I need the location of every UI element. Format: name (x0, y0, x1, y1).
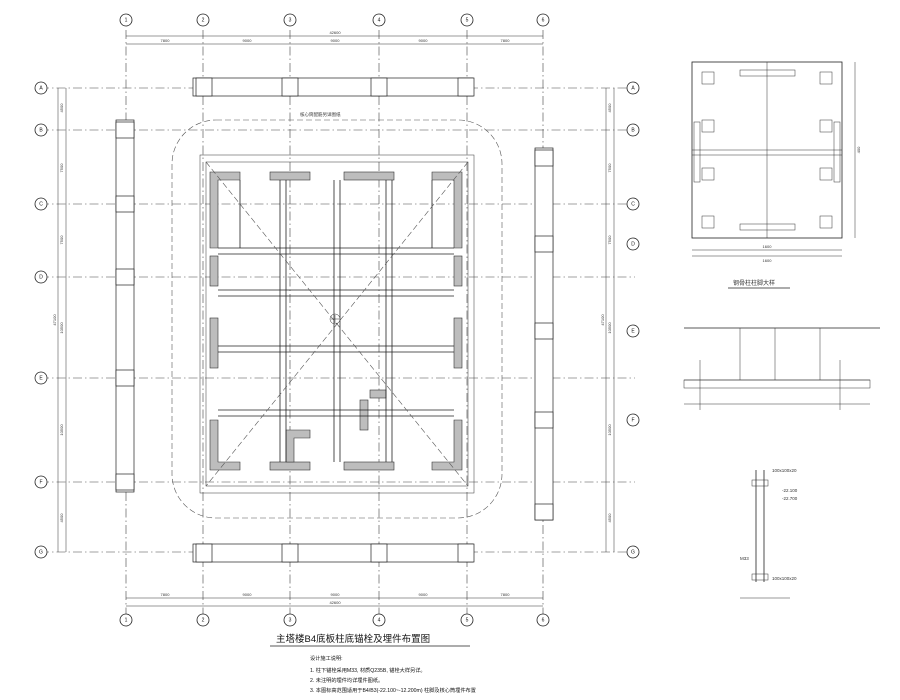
svg-text:42600: 42600 (329, 30, 341, 35)
svg-text:C: C (39, 201, 43, 207)
svg-text:C: C (631, 201, 635, 207)
bottom-axis-bubbles: 1 2 3 4 5 6 (119, 613, 550, 627)
svg-text:9000: 9000 (419, 592, 429, 597)
svg-text:7500: 7500 (59, 163, 64, 173)
axis-label-top-5: 5 (466, 17, 469, 23)
svg-text:M33: M33 (740, 556, 749, 561)
axis-label-top-6: 6 (542, 17, 545, 23)
axis-label-top-3: 3 (289, 17, 292, 23)
svg-text:7500: 7500 (59, 235, 64, 245)
perimeter-columns (115, 77, 554, 563)
core-walls (199, 154, 475, 494)
svg-text:2: 2 (202, 617, 205, 623)
svg-text:10500: 10500 (607, 424, 612, 436)
svg-text:4500: 4500 (607, 103, 612, 113)
notes-heading: 设计施工说明: (310, 654, 343, 662)
svg-text:-22.700: -22.700 (782, 496, 798, 501)
svg-text:A: A (631, 85, 635, 91)
interior-beams (205, 161, 469, 487)
bottom-dimension-chain: 7800 9000 9000 9000 7800 42600 (126, 592, 543, 607)
svg-text:400: 400 (856, 146, 861, 153)
detail-section (683, 327, 880, 410)
svg-text:7800: 7800 (161, 38, 171, 43)
svg-text:47100: 47100 (52, 314, 57, 326)
left-dimension-chain: 4500 7500 7500 47100 10500 10500 4500 (52, 88, 67, 552)
svg-text:10500: 10500 (59, 424, 64, 436)
right-dimension-chain: 4500 7500 7500 47100 10500 10500 4500 (600, 88, 615, 552)
svg-text:4: 4 (378, 617, 381, 623)
svg-text:F: F (631, 417, 634, 423)
svg-text:9000: 9000 (331, 592, 341, 597)
detail-column-base-plan: 1600 1600 400 钢骨柱柱脚大样 (691, 61, 861, 289)
svg-text:5: 5 (466, 617, 469, 623)
right-axis-bubbles: A B C D E F G (626, 81, 640, 559)
svg-text:3: 3 (289, 617, 292, 623)
svg-text:4500: 4500 (607, 513, 612, 523)
svg-text:7800: 7800 (161, 592, 171, 597)
svg-text:10500: 10500 (607, 322, 612, 334)
svg-text:7500: 7500 (607, 163, 612, 173)
svg-text:A: A (39, 85, 43, 91)
svg-text:42600: 42600 (329, 600, 341, 605)
svg-text:B: B (631, 127, 635, 133)
detail-embed-plate: 100x100x20 -22.100 -22.700 100x100x20 M3… (740, 468, 798, 599)
svg-text:-22.100: -22.100 (782, 488, 798, 493)
svg-text:9000: 9000 (419, 38, 429, 43)
top-axis-bubbles: 1 2 3 4 5 6 (119, 13, 550, 27)
top-dimension-chain: 42600 7800 9000 9000 9000 7800 (126, 30, 543, 45)
svg-text:6: 6 (542, 617, 545, 623)
svg-text:4500: 4500 (59, 513, 64, 523)
svg-text:1600: 1600 (763, 258, 773, 263)
svg-text:G: G (39, 549, 43, 555)
core-label: 核心筒配筋另详图纸 (300, 111, 341, 118)
svg-text:7800: 7800 (501, 592, 511, 597)
svg-text:10500: 10500 (59, 322, 64, 334)
svg-text:1: 1 (125, 617, 128, 623)
svg-text:7800: 7800 (501, 38, 511, 43)
core-boundary (171, 119, 503, 519)
svg-text:E: E (39, 375, 43, 381)
svg-text:4500: 4500 (59, 103, 64, 113)
axis-label-top-4: 4 (378, 17, 381, 23)
axis-label-top-2: 2 (202, 17, 205, 23)
svg-text:9000: 9000 (331, 38, 341, 43)
svg-text:D: D (631, 241, 635, 247)
detail-caption-1: 钢骨柱柱脚大样 (733, 279, 775, 287)
svg-text:9000: 9000 (243, 38, 253, 43)
svg-text:D: D (39, 274, 43, 280)
note-1: 1. 柱下锚栓采用M33, 材质Q235B, 锚栓大样另详。 (310, 666, 426, 674)
svg-text:E: E (631, 328, 635, 334)
svg-text:G: G (631, 549, 635, 555)
svg-text:47100: 47100 (600, 314, 605, 326)
main-title: 主塔楼B4底板柱底锚栓及埋件布置图 (276, 633, 430, 645)
svg-text:B: B (39, 127, 43, 133)
svg-text:F: F (39, 479, 42, 485)
note-2: 2. 未注明的埋件均详埋件图纸。 (310, 676, 383, 684)
svg-text:100x100x20: 100x100x20 (772, 576, 797, 581)
svg-text:9000: 9000 (243, 592, 253, 597)
axis-label-top-1: 1 (125, 17, 128, 23)
svg-text:1600: 1600 (763, 244, 773, 249)
svg-text:100x100x20: 100x100x20 (772, 468, 797, 473)
svg-text:7500: 7500 (607, 235, 612, 245)
left-axis-bubbles: A B C D E F G (34, 81, 48, 559)
note-3: 3. 本图标高范围适用于B4/B3(-22.100~-12.200m) 柱脚及核… (310, 686, 476, 694)
